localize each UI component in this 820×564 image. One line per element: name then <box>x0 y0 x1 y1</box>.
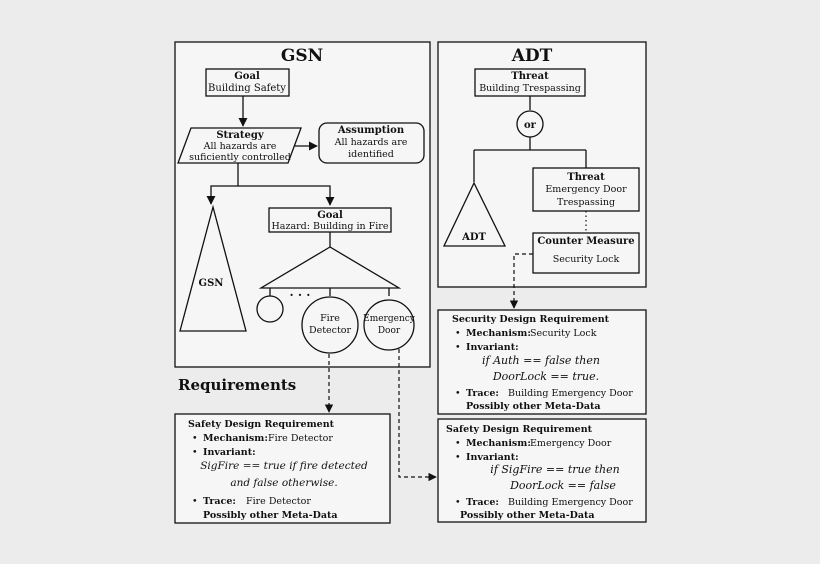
safety2-inv-label: Invariant: <box>466 452 519 463</box>
safety1-mech-label: Mechanism: <box>203 433 268 444</box>
security-bullet-3: • <box>455 388 461 399</box>
adt-title: ADT <box>511 46 553 66</box>
unnamed-solution-circle <box>256 295 284 323</box>
hazard-goal-head: Goal <box>317 210 343 221</box>
safety2-title: Safety Design Requirement <box>446 424 593 435</box>
emergency-door-line1: Emergency <box>363 314 416 324</box>
safety2-inv-line1: if SigFire == true then <box>490 463 619 476</box>
safety2-inv-line2: DoorLock == false <box>509 479 616 492</box>
safety2-footer: Possibly other Meta-Data <box>460 510 595 521</box>
counter-head: Counter Measure <box>537 236 634 247</box>
safety1-bullet-3: • <box>192 496 198 507</box>
security-footer: Possibly other Meta-Data <box>466 401 601 412</box>
goal-text: Building Safety <box>208 83 286 94</box>
safety2-bullet-1: • <box>455 438 461 449</box>
security-inv-line1: if Auth == false then <box>482 354 600 367</box>
security-inv-line2: DoorLock == true. <box>492 370 599 383</box>
safety2-trace-label: Trace: <box>466 497 499 508</box>
threat2-line2: Trespassing <box>557 197 615 208</box>
security-req-box <box>437 309 647 415</box>
safety-req-1-box <box>174 413 391 524</box>
safety1-bullet-2: • <box>192 447 198 458</box>
threat-text: Building Trespassing <box>479 83 581 94</box>
security-req-title: Security Design Requirement <box>452 314 610 325</box>
fire-detector-line2: Detector <box>309 325 352 336</box>
safety2-mech-label: Mechanism: <box>466 438 531 449</box>
counter-text: Security Lock <box>553 254 620 265</box>
safety2-bullet-2: • <box>455 452 461 463</box>
security-mech-label: Mechanism: <box>466 328 531 339</box>
security-mech-value: Security Lock <box>530 328 597 339</box>
safety1-mech-value: Fire Detector <box>268 433 333 444</box>
strategy-line2: suficiently controlled <box>189 152 291 163</box>
assumption-head: Assumption <box>337 125 405 136</box>
requirements-heading: Requirements <box>178 376 296 394</box>
safety1-footer: Possibly other Meta-Data <box>203 510 338 521</box>
assumption-line1: All hazards are <box>334 137 408 148</box>
emergency-door-circle <box>363 299 415 351</box>
adt-subtree-triangle <box>442 181 507 247</box>
safety2-trace-value: Building Emergency Door <box>508 497 633 508</box>
hazard-goal-text: Hazard: Building in Fire <box>272 221 389 232</box>
arrow-emergency-door-to-safety-req <box>398 349 437 482</box>
strategy-parallelogram <box>177 127 302 164</box>
safety1-bullet-1: • <box>192 433 198 444</box>
strategy-line1: All hazards are <box>203 141 277 152</box>
gsn-subtree-triangle <box>179 204 247 332</box>
threat-building-trespassing <box>474 68 586 97</box>
emergency-door-line2: Door <box>378 326 401 336</box>
counter-measure-box <box>532 232 640 274</box>
security-trace-label: Trace: <box>466 388 499 399</box>
security-bullet-1: • <box>455 328 461 339</box>
safety2-bullet-3: • <box>455 497 461 508</box>
safety2-mech-value: Emergency Door <box>530 438 612 449</box>
assumption-box <box>318 122 425 164</box>
or-label: or <box>524 120 537 131</box>
safety1-inv-line2: and false otherwise. <box>230 477 337 489</box>
fire-detector-circle <box>301 296 359 354</box>
security-inv-label: Invariant: <box>466 342 519 353</box>
goal-head: Goal <box>234 71 260 82</box>
safety-req-2-box <box>437 418 647 523</box>
safety1-title: Safety Design Requirement <box>188 419 335 430</box>
security-trace-value: Building Emergency Door <box>508 388 633 399</box>
gsn-triangle-label: GSN <box>199 278 224 289</box>
safety1-trace-value: Fire Detector <box>246 496 311 507</box>
safety1-inv-line1: SigFire == true if fire detected <box>200 460 368 472</box>
fire-detector-line1: Fire <box>320 313 340 324</box>
threat2-line1: Emergency Door <box>545 184 627 195</box>
goal-building-safety <box>205 68 290 97</box>
strategy-head: Strategy <box>216 130 265 141</box>
gsn-title: GSN <box>281 46 323 66</box>
assumption-line2: identified <box>348 149 394 160</box>
threat2-head: Threat <box>567 172 605 183</box>
safety1-inv-label: Invariant: <box>203 447 256 458</box>
adt-triangle-label: ADT <box>461 232 486 243</box>
threat-emergency-door <box>532 167 640 212</box>
ellipsis: · · · <box>290 288 311 302</box>
security-bullet-2: • <box>455 342 461 353</box>
safety1-trace-label: Trace: <box>203 496 236 507</box>
arrow-to-gsn-subtree <box>206 163 239 205</box>
threat-head: Threat <box>511 71 549 82</box>
arrow-to-hazard-goal <box>238 185 335 206</box>
